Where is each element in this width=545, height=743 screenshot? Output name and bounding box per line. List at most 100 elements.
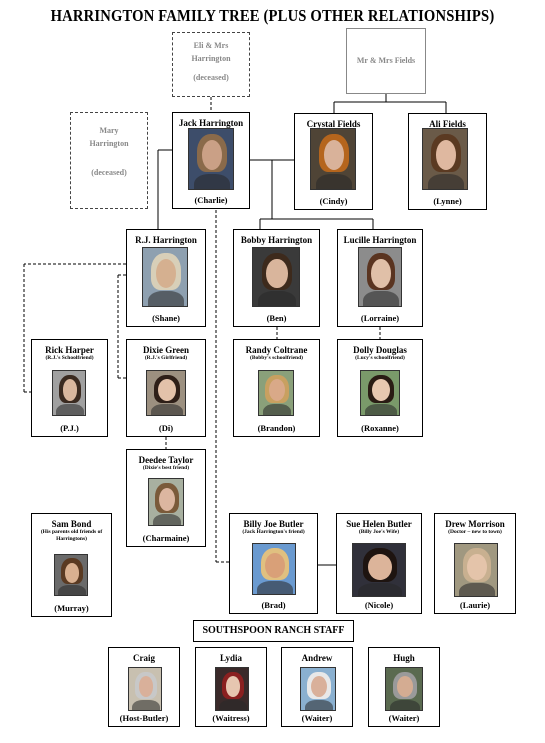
person-photo	[215, 667, 249, 711]
photo-face	[435, 140, 457, 170]
photo-face	[265, 553, 285, 579]
person-nickname: (Nicole)	[364, 600, 394, 610]
person-nickname: (Cindy)	[319, 196, 348, 206]
person-photo	[300, 667, 336, 711]
person-nickname: (Ben)	[266, 313, 287, 323]
person-photo	[310, 128, 356, 190]
person-relationship: (Billy Joe's Wife)	[358, 529, 400, 535]
person-box-hugh: Hugh(Waiter)	[368, 647, 440, 727]
person-photo	[142, 247, 188, 307]
person-relationship: (His parents old friends of Harringtons)	[40, 529, 103, 542]
person-photo	[54, 554, 88, 596]
photo-shoulders	[151, 404, 183, 415]
person-name: Bobby Harrington	[240, 235, 313, 245]
person-box-billyjoe: Billy Joe Butler(Jack Harrington's frien…	[229, 513, 318, 614]
person-nickname: (Charlie)	[194, 195, 228, 205]
person-name: R.J. Harrington	[135, 235, 197, 245]
eli-harrington-box: Eli & Mrs Harrington (deceased)	[172, 32, 250, 97]
photo-shoulders	[56, 404, 84, 415]
photo-face	[372, 379, 390, 402]
photo-shoulders	[58, 585, 86, 595]
person-name: Sue Helen Butler	[346, 519, 412, 529]
person-photo	[148, 478, 184, 526]
person-box-craig: Craig (Host-Butler)	[108, 647, 180, 727]
person-name: Drew Morrison	[445, 519, 505, 529]
page-title: HARRINGTON FAMILY TREE (PLUS OTHER RELAT…	[50, 6, 495, 25]
person-relationship: (R.J.'s Girlfriend)	[144, 355, 188, 361]
person-name: Craig	[133, 653, 155, 663]
person-name: Jack Harrington	[178, 118, 244, 128]
person-box-suehelen: Sue Helen Butler(Billy Joe's Wife) (Nicol…	[336, 513, 422, 614]
photo-shoulders	[365, 404, 397, 415]
person-nickname: (Host-Butler)	[119, 713, 169, 723]
person-nickname: (P.J.)	[60, 423, 79, 433]
photo-face	[159, 487, 175, 511]
photo-shoulders	[459, 582, 495, 596]
person-photo	[358, 247, 402, 307]
photo-shoulders	[427, 173, 465, 189]
person-nickname: (Lynne)	[433, 196, 462, 206]
photo-shoulders	[132, 699, 160, 710]
photo-shoulders	[257, 291, 297, 306]
photo-face	[62, 379, 78, 402]
photo-shoulders	[152, 513, 182, 525]
person-nickname: (Shane)	[152, 313, 180, 323]
person-nickname: (Laurie)	[459, 600, 491, 610]
photo-shoulders	[389, 699, 421, 710]
person-relationship: (Jack Harrington's friend)	[242, 529, 305, 535]
mary-harrington-box: Mary Harrington (deceased)	[70, 112, 148, 209]
fields-parents-name: Mr & Mrs Fields	[356, 56, 416, 65]
person-photo	[422, 128, 468, 190]
photo-face	[371, 258, 391, 288]
eli-harrington-note: (deceased)	[193, 73, 229, 82]
photo-shoulders	[219, 699, 247, 710]
photo-face	[138, 675, 154, 698]
person-photo	[252, 247, 300, 307]
photo-face	[201, 140, 223, 170]
person-box-andrew: Andrew (Waiter)	[281, 647, 353, 727]
person-name: Lydia	[219, 653, 242, 663]
person-photo	[352, 543, 406, 597]
person-photo	[454, 543, 498, 597]
person-nickname: (Roxanne)	[361, 423, 399, 433]
person-name: Sam Bond	[51, 519, 92, 529]
person-nickname: (Charmaine)	[142, 533, 190, 543]
person-nickname: (Waiter)	[301, 713, 333, 723]
person-box-drew: Drew Morrison(Doctor – new to town) (Laur…	[434, 513, 516, 614]
photo-face	[311, 675, 327, 698]
person-photo	[385, 667, 423, 711]
person-name: Rick Harper	[45, 345, 94, 355]
photo-shoulders	[257, 581, 293, 594]
person-relationship: (Doctor – new to town)	[448, 529, 502, 535]
person-nickname: (Di)	[158, 423, 174, 433]
photo-shoulders	[315, 173, 353, 189]
person-name: Andrew	[301, 653, 333, 663]
photo-shoulders	[358, 582, 402, 596]
person-photo	[146, 370, 186, 416]
person-name: Lucille Harrington	[343, 235, 417, 245]
photo-face	[368, 553, 392, 580]
person-photo	[52, 370, 86, 416]
mary-harrington-note: (deceased)	[91, 168, 127, 177]
fields-parents-box: Mr & Mrs Fields	[346, 28, 426, 94]
eli-harrington-name: Eli & Mrs Harrington	[191, 41, 231, 63]
person-relationship: (Lucy's schoolfriend)	[355, 355, 405, 361]
person-photo	[360, 370, 400, 416]
person-relationship: (R.J.'s Schoolfriend)	[45, 355, 94, 361]
person-relationship: (Dixie's best friend)	[142, 465, 190, 471]
photo-shoulders	[363, 291, 399, 306]
photo-face	[266, 258, 288, 288]
person-nickname: (Lorraine)	[360, 313, 400, 323]
person-nickname: (Waiter)	[388, 713, 420, 723]
photo-face	[155, 258, 177, 288]
photo-face	[323, 140, 345, 170]
person-photo	[258, 370, 294, 416]
person-nickname: (Murray)	[54, 603, 89, 613]
photo-face	[467, 553, 487, 580]
person-name: Randy Coltrane	[245, 345, 308, 355]
photo-face	[396, 675, 414, 698]
person-photo	[252, 543, 296, 595]
photo-face	[64, 562, 80, 583]
photo-shoulders	[147, 291, 185, 306]
